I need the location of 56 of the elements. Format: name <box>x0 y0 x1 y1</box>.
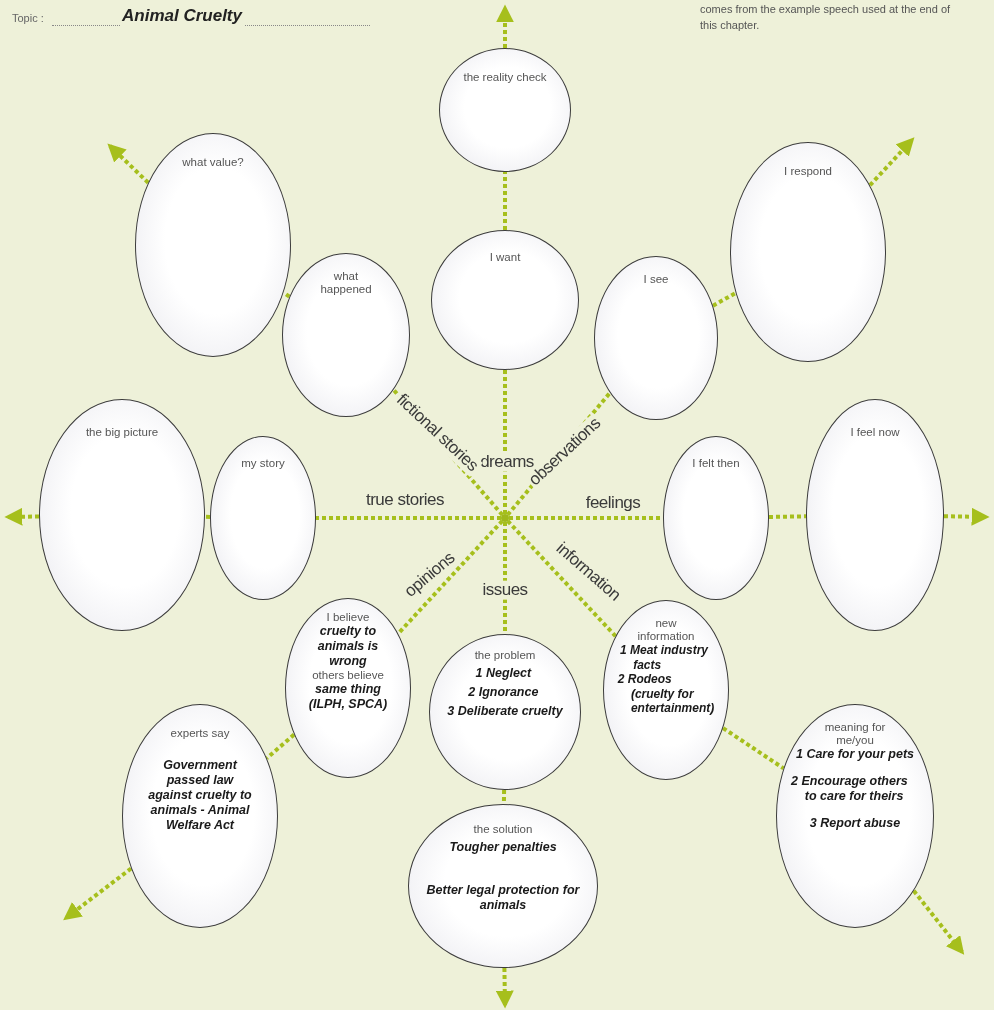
dashed-connector <box>503 172 507 230</box>
bubble-text: 1 Meat industry facts <box>620 643 710 673</box>
dashed-connector <box>768 514 807 519</box>
dashed-connector <box>722 726 785 770</box>
bubble-heading: I want <box>489 251 521 265</box>
dashed-connector <box>265 733 296 760</box>
bubble-text: 1 Care for your pets <box>795 747 915 763</box>
bubble-heading: the big picture <box>85 426 159 440</box>
bubble-text: same thing (ILPH, SPCA) <box>307 682 389 713</box>
bubble-heading: I believe <box>326 611 370 625</box>
bubble-heading: meaning for me/you <box>823 721 887 748</box>
dashed-connector <box>282 291 291 299</box>
dashed-connector <box>503 370 507 514</box>
arrow <box>943 507 990 526</box>
bubble-text: 1 Neglect <box>475 666 533 682</box>
dashed-connector <box>396 519 504 635</box>
bubble-text: 3 Report abuse <box>809 816 901 832</box>
bubble-heading: my story <box>241 457 285 471</box>
bubble-heading: others believe <box>312 669 384 683</box>
bubble-heading: I respond <box>784 165 832 179</box>
dashed-connector <box>509 516 663 520</box>
bubble-heading: what value? <box>182 156 244 170</box>
bubble-heading: new information <box>636 617 696 644</box>
dashed-connector <box>204 514 211 519</box>
spoke-label: feelings <box>583 493 643 513</box>
bubble-text: 2 Encourage others to care for theirs <box>791 774 909 805</box>
bubble-text: cruelty to animals is wrong <box>316 624 380 670</box>
bubble-text: Government passed law against cruelty to animals - Animal Welfare Act <box>147 758 253 834</box>
arrow <box>4 507 40 526</box>
arrow <box>912 889 965 955</box>
dashed-connector <box>316 516 501 520</box>
note-text: comes from the example speech used at the end of this chapter. <box>700 2 952 33</box>
bubble-text: 2 Ignorance <box>468 685 540 701</box>
topic-title: Animal Cruelty <box>120 6 244 26</box>
arrow <box>868 137 915 187</box>
bubble-heading: the solution <box>473 823 533 837</box>
dashed-connector <box>712 291 737 308</box>
arrow <box>496 4 514 48</box>
bubble-heading: I feel now <box>850 426 900 440</box>
bubble-heading: I see <box>643 273 669 287</box>
bubble-heading: the problem <box>474 649 536 663</box>
arrow <box>495 967 514 1009</box>
bubble-heading: the reality check <box>463 71 547 85</box>
dashed-connector <box>506 519 617 638</box>
bubble-heading: what happened <box>319 270 373 297</box>
bubble-text: Better legal protection for animals <box>425 883 581 914</box>
bubble-text: 3 Deliberate cruelty <box>447 704 563 720</box>
dashed-connector <box>503 522 507 634</box>
bubble-heading: experts say <box>170 727 230 741</box>
topic-label: Topic : <box>12 12 44 24</box>
bubble-heading: I felt then <box>692 457 740 471</box>
arrow <box>107 143 150 185</box>
arrow <box>63 866 133 921</box>
center-dot <box>501 514 509 522</box>
bubble-text: Tougher penalties <box>449 840 557 856</box>
bubble-text: 2 Rodeos (cruelty for entertainment) <box>617 672 715 716</box>
